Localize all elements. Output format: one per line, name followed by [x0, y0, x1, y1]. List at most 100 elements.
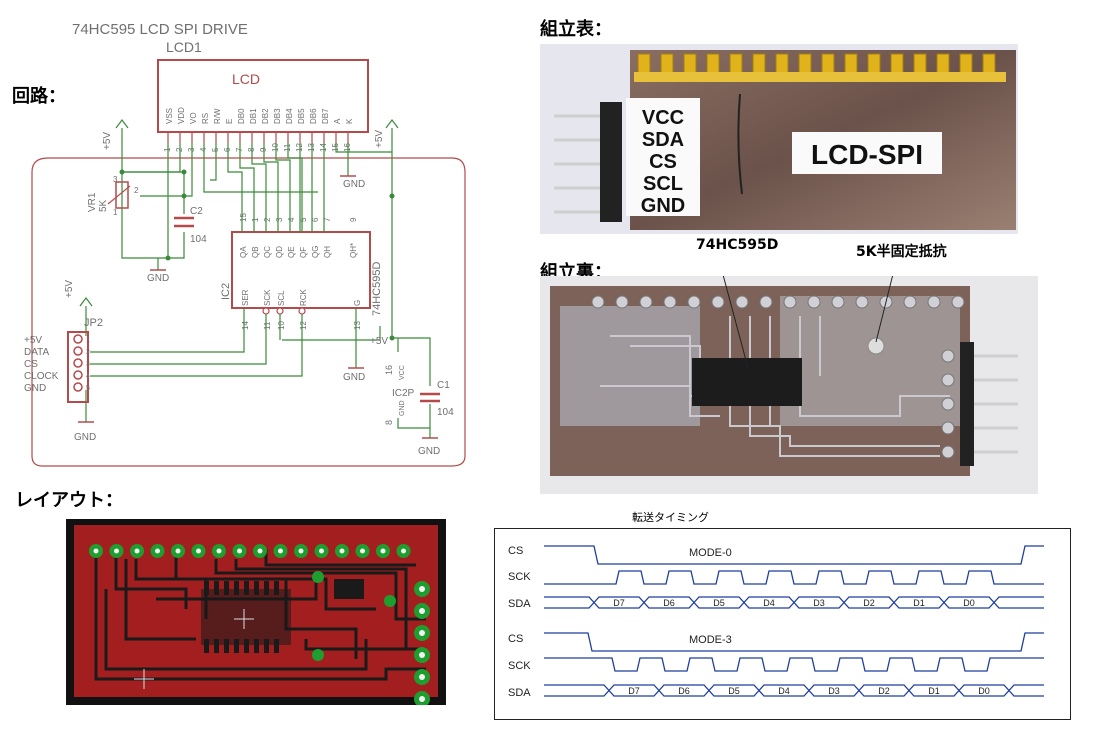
- back-photo: [540, 276, 1038, 494]
- lcd-pin-label: DB2: [261, 108, 270, 124]
- ic2p-gnd: GND: [399, 400, 406, 416]
- callout-resistor: 5K半固定抵抗: [856, 244, 947, 260]
- lcd-pin-label: RS: [201, 113, 210, 124]
- gnd-c2: GND: [147, 273, 169, 284]
- timing-bit-mode3: D5: [728, 686, 740, 696]
- side-header-body: [600, 102, 622, 222]
- gnd-lcd: GND: [343, 179, 365, 190]
- jp2-symbol: [67, 331, 89, 403]
- lcd-symbol: [157, 59, 369, 133]
- lcd-pin-label: DB3: [273, 108, 282, 124]
- ic2-top-pin-label: QF: [299, 247, 308, 258]
- ic2-bottom-pin-number: 14: [241, 321, 250, 330]
- vr1-ref: VR1: [87, 192, 98, 212]
- ic2-top-pin-number: 6: [311, 217, 320, 222]
- timing-signal-label: CS: [508, 633, 523, 645]
- ic2p-pin-16: 16: [384, 365, 394, 375]
- mode0-label: MODE-0: [689, 547, 732, 559]
- timing-bit-mode0: D4: [763, 598, 775, 608]
- ic2-top-pin-number: 3: [275, 217, 284, 222]
- timing-bit-mode3: D2: [878, 686, 890, 696]
- plus5v-left: +5V: [102, 132, 113, 150]
- ic2-top-pin-number: 2: [263, 217, 272, 222]
- timing-bit-mode3: D3: [828, 686, 840, 696]
- ic2-top-pin-label: QH*: [349, 243, 358, 258]
- plus5v-jp: +5V: [64, 280, 75, 298]
- lcd-pin-label: DB5: [297, 108, 306, 124]
- timing-bit-mode0: D0: [963, 598, 975, 608]
- timing-bit-mode0: D1: [913, 598, 925, 608]
- timing-bit-mode3: D7: [628, 686, 640, 696]
- ic2-top-pin-number: 15: [239, 213, 248, 222]
- jp2-pin-label: CS: [24, 359, 38, 370]
- pin-label-card: [626, 98, 700, 216]
- lcd-ref: LCD1: [166, 39, 202, 55]
- timing-bit-mode3: D0: [978, 686, 990, 696]
- lcd-pin-label: VO: [189, 112, 198, 124]
- jp2-pin-number: 5: [86, 385, 90, 392]
- jp2-pin-number: 4: [86, 373, 90, 380]
- timing-signal-label: SCK: [508, 571, 531, 583]
- ic2p-vcc: VCC: [399, 365, 406, 380]
- timing-bit-mode0: D2: [863, 598, 875, 608]
- front-header-pins: [634, 53, 1006, 82]
- ic2-top-pin-number: 1: [251, 217, 260, 222]
- ic2-top-pin-label: QD: [275, 246, 284, 258]
- back-pads: [591, 295, 965, 459]
- ic2-bottom-pin-label: G: [353, 300, 362, 306]
- ic2-bottom-pin-label: SCL: [277, 290, 286, 306]
- timing-bit-mode0: D6: [663, 598, 675, 608]
- lcd-spi-label: LCD-SPI: [811, 139, 923, 170]
- pcb-header-pads: [89, 544, 411, 558]
- vr-pin-1: 1: [113, 208, 118, 217]
- timing-bit-mode0: D3: [813, 598, 825, 608]
- lcd-pin-label: VSS: [165, 108, 174, 124]
- timing-signal-label: SCK: [508, 660, 531, 672]
- lcd-pin-label: DB6: [309, 108, 318, 124]
- lcd-pin-label: DB7: [321, 108, 330, 124]
- front-heading: 組立表：: [540, 19, 612, 40]
- lcd-spi-card: [792, 132, 942, 174]
- mode3-label: MODE-3: [689, 634, 732, 646]
- lcd-pin-label: DB0: [237, 108, 246, 124]
- front-pin-label: VCC: [642, 107, 684, 129]
- ic2-top-pin-number: 9: [349, 217, 358, 222]
- ic2-top-pin-number: 7: [323, 217, 332, 222]
- ic2-top-pin-label: QB: [251, 246, 260, 258]
- pcb-layout: [66, 519, 446, 707]
- ic2-bottom-pin-label: SCK: [263, 289, 272, 306]
- circuit-heading: 回路：: [12, 86, 66, 107]
- vr-pin-3: 3: [113, 175, 118, 184]
- schematic-title: 74HC595 LCD SPI DRIVE: [72, 21, 248, 38]
- gnd-c1: GND: [418, 446, 440, 457]
- timing-signal-label: SDA: [508, 598, 531, 610]
- vr-pin-2: 2: [134, 186, 139, 195]
- timing-bit-mode0: D7: [613, 598, 625, 608]
- lcd-pin-label: VDD: [177, 107, 186, 124]
- timing-signal-label: SDA: [508, 687, 531, 699]
- layout-heading: レイアウト：: [15, 490, 123, 511]
- lcd-pin-label: R/W: [213, 108, 222, 124]
- vr1-value: 5K: [98, 199, 109, 212]
- ic2-part: 74HC595D: [371, 262, 383, 316]
- lcd-pin-label: K: [345, 118, 354, 124]
- timing-bit-mode0: D5: [713, 598, 725, 608]
- ic2-bottom-pin-number: 11: [263, 321, 272, 330]
- jp2-ref: JP2: [84, 317, 103, 329]
- front-pin-label: SCL: [643, 173, 683, 195]
- timing-bit-mode3: D4: [778, 686, 790, 696]
- lcd-pin-label: DB1: [249, 108, 258, 124]
- callout-ic: 74HC595D: [696, 237, 779, 253]
- pcb-side-pads: [414, 581, 430, 707]
- front-pin-label: GND: [641, 195, 685, 217]
- ic2-bottom-pin-number: 10: [277, 321, 286, 330]
- lcd-pin-label: A: [333, 118, 342, 124]
- schematic-wires: [85, 128, 431, 429]
- ic2-top-pin-label: QG: [311, 246, 320, 258]
- ic2-bottom-pin-number: 13: [353, 321, 362, 330]
- jp2-pin-number: 3: [86, 361, 90, 368]
- jp2-pin-number: 1: [86, 337, 90, 344]
